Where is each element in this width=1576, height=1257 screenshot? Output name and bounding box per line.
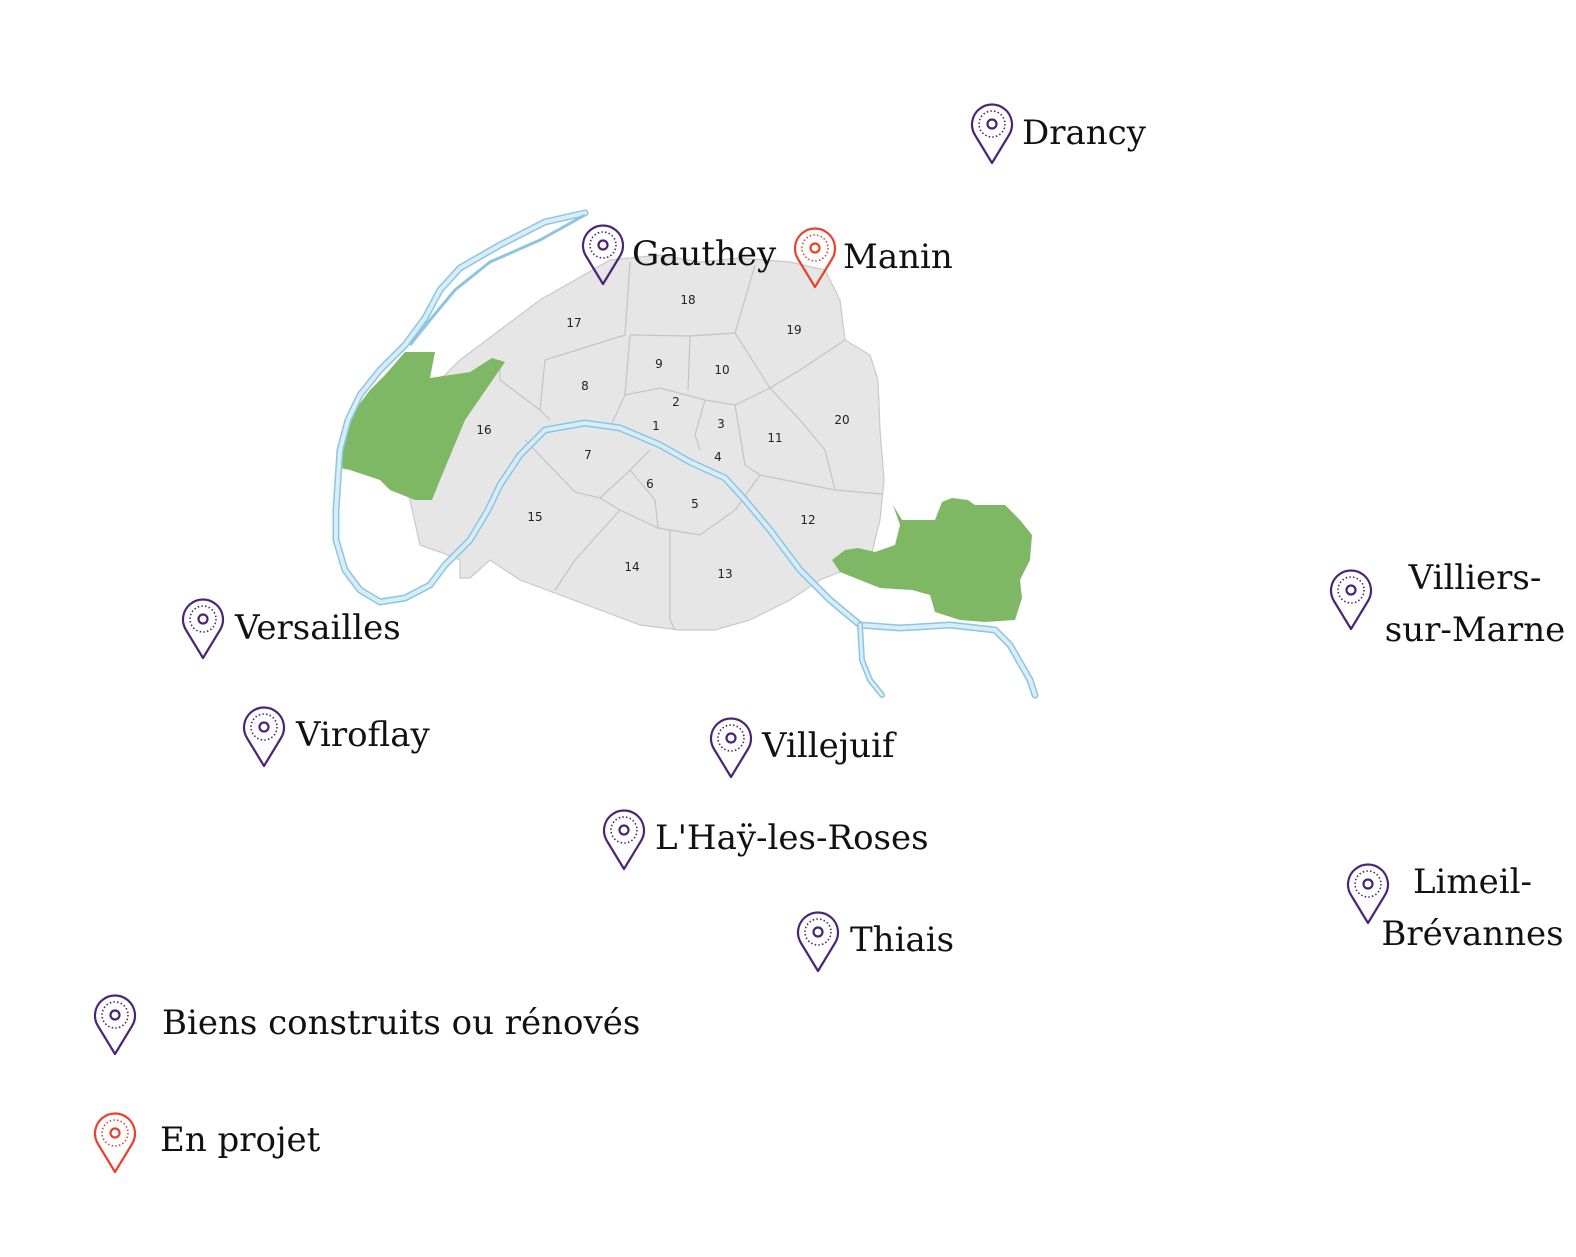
map-pin-icon[interactable]: [796, 910, 840, 974]
legend-built-pin-icon: [93, 993, 137, 1057]
district-11: 11: [767, 431, 782, 445]
location-label-lhay-les-roses: L'Haÿ-les-Roses: [655, 818, 929, 858]
map-pin-icon[interactable]: [602, 808, 646, 872]
district-6: 6: [646, 477, 654, 491]
location-label-drancy: Drancy: [1022, 113, 1146, 153]
location-label-line1: Limeil-: [1412, 862, 1533, 902]
district-5: 5: [691, 497, 699, 511]
district-17: 17: [566, 316, 581, 330]
location-label-villejuif: Villejuif: [762, 726, 895, 766]
location-label-limeil-brevannes: Limeil- Brévannes: [1375, 856, 1570, 960]
map-pin-icon[interactable]: [242, 705, 286, 769]
map-pin-icon[interactable]: [793, 226, 837, 290]
location-label-villiers-sur-marne: Villiers- sur-Marne: [1380, 552, 1570, 656]
map-pin-icon[interactable]: [181, 597, 225, 661]
district-labels: 1 2 3 4 5 6 7 8 9 10 11 12 13 14 15 16 1…: [476, 293, 849, 581]
district-13: 13: [717, 567, 732, 581]
location-label-gauthey: Gauthey: [632, 234, 777, 274]
map-pin-icon[interactable]: [709, 716, 753, 780]
location-label-line2: sur-Marne: [1384, 610, 1566, 650]
legend-project-pin-icon: [93, 1111, 137, 1175]
district-12: 12: [800, 513, 815, 527]
map-pin-icon[interactable]: [581, 223, 625, 287]
district-19: 19: [786, 323, 801, 337]
legend-built-label: Biens construits ou rénovés: [162, 1003, 641, 1043]
district-2: 2: [672, 395, 680, 409]
bois-de-boulogne: [340, 352, 505, 500]
location-label-thiais: Thiais: [850, 920, 955, 960]
location-label-viroflay: Viroflay: [296, 715, 430, 755]
map-pin-icon[interactable]: [1329, 568, 1373, 632]
location-label-versailles: Versailles: [235, 608, 401, 648]
location-label-line1: Villiers-: [1408, 558, 1542, 598]
map-pin-icon[interactable]: [970, 102, 1014, 166]
legend-project-label: En projet: [160, 1120, 321, 1160]
district-20: 20: [834, 413, 849, 427]
district-3: 3: [717, 417, 725, 431]
district-4: 4: [714, 450, 722, 464]
bois-de-vincennes: [832, 498, 1032, 622]
district-7: 7: [584, 448, 592, 462]
district-14: 14: [624, 560, 639, 574]
location-label-line2: Brévannes: [1381, 914, 1564, 954]
seine-river: [332, 209, 1039, 699]
district-borders: [499, 261, 883, 631]
district-8: 8: [581, 379, 589, 393]
district-15: 15: [527, 510, 542, 524]
district-18: 18: [680, 293, 695, 307]
district-16: 16: [476, 423, 491, 437]
district-1: 1: [652, 419, 660, 433]
map-pin-icon[interactable]: [1346, 862, 1390, 926]
district-9: 9: [655, 357, 663, 371]
location-label-manin: Manin: [843, 237, 953, 277]
district-10: 10: [714, 363, 729, 377]
